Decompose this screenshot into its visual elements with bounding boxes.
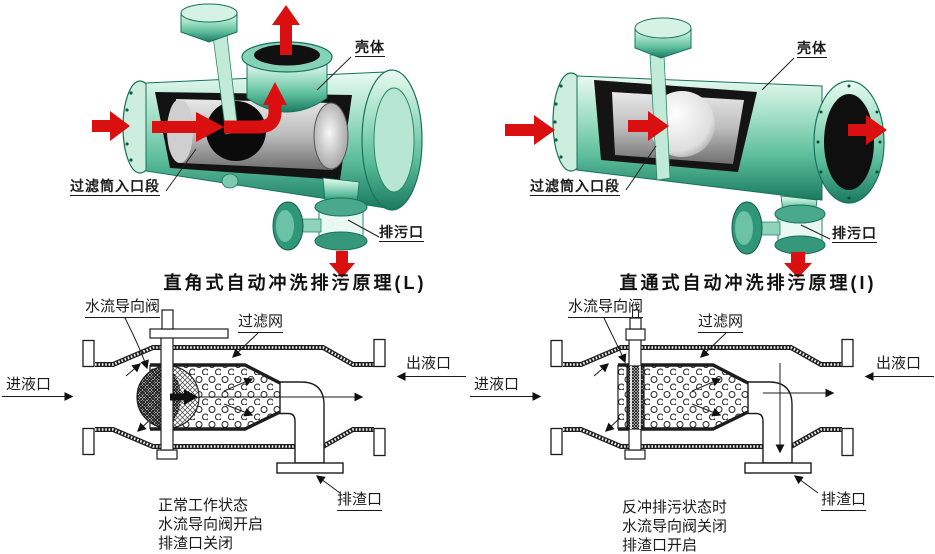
backflush-state-caption-line1: 反冲排污状态时: [622, 499, 728, 516]
flow-guide-valve-label-right: 水流导向阀: [568, 298, 644, 318]
backflush-state-caption-line2: 水流导向阀关闭: [622, 518, 728, 535]
slag-outlet-label-left: 排渣口: [337, 491, 383, 511]
l-type-flow-arrows: [92, 5, 355, 278]
housing-label-l: 壳体: [355, 39, 385, 58]
l-type-device-illustration: [92, 3, 423, 278]
i-type-caption: 直通式自动冲洗排污原理(I): [619, 273, 877, 293]
i-type-flow-arrows: [505, 111, 887, 278]
backflush-state-caption-line3: 排渣口开启: [622, 537, 698, 554]
normal-state-caption-line2: 水流导向阀开启: [158, 516, 264, 533]
drain-outlet-label-i: 排污口: [832, 225, 877, 244]
flow-guide-valve-label-left: 水流导向阀: [85, 298, 161, 318]
backflush-state-caption: 反冲排污状态时 水流导向阀关闭 排渣口开启: [622, 498, 727, 554]
inlet-label-left: 进液口: [6, 376, 52, 393]
i-type-device-illustration: [505, 17, 887, 278]
filter-mesh-label-left: 过滤网: [238, 313, 284, 333]
outlet-label-left: 出液口: [406, 355, 452, 372]
inlet-label-right: 进液口: [474, 376, 520, 393]
l-type-caption: 直角式自动冲洗排污原理(L): [163, 273, 427, 293]
drain-outlet-label-l: 排污口: [379, 224, 424, 243]
housing-label-i: 壳体: [797, 40, 827, 59]
filter-inlet-section-label-i: 过滤筒入口段: [530, 178, 620, 197]
filter-inlet-section-label-l: 过滤筒入口段: [70, 178, 160, 197]
normal-state-caption-line1: 正常工作状态: [158, 497, 249, 514]
normal-state-caption: 正常工作状态 水流导向阀开启 排渣口关闭: [158, 496, 263, 553]
backflush-state-diagram: [470, 309, 934, 494]
slag-outlet-label-right: 排渣口: [821, 491, 867, 511]
filter-mesh-label-right: 过滤网: [698, 313, 744, 333]
outlet-label-right: 出液口: [876, 355, 922, 372]
normal-state-caption-line3: 排渣口关闭: [158, 535, 234, 552]
normal-state-diagram: [2, 309, 466, 494]
